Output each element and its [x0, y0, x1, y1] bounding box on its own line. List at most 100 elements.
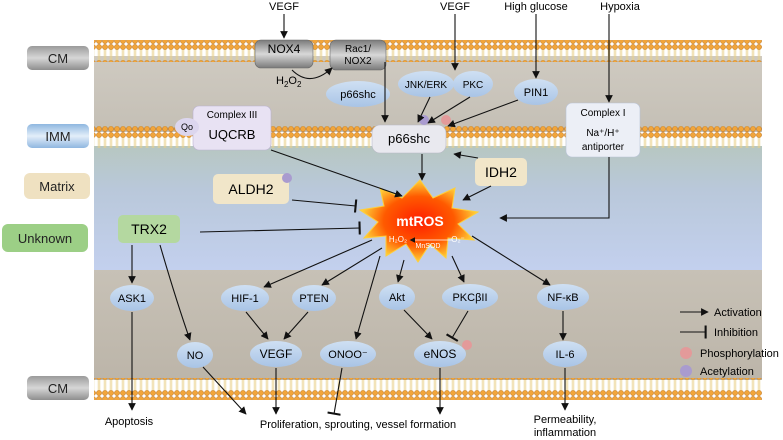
qo-site — [175, 118, 199, 136]
pin1-node: PIN1 — [514, 79, 558, 105]
hif1-node: HIF-1 — [221, 285, 269, 311]
side-label-unknown: Unknown — [2, 224, 88, 252]
svg-text:p66shc: p66shc — [388, 131, 430, 146]
edge-no-proliferation — [202, 366, 247, 415]
edge-idh2-mtros — [462, 185, 492, 201]
nox4-protein: NOX4 — [254, 39, 314, 69]
phosphorylation-dot-enos — [462, 340, 472, 350]
svg-text:CM: CM — [48, 51, 68, 66]
complex-i-antiporter: Complex I Na⁺/H⁺ antiporter — [565, 102, 641, 158]
cell-membrane-top — [94, 40, 762, 62]
outcome-permeability-2: inflammation — [534, 427, 596, 439]
svg-text:eNOS: eNOS — [424, 347, 457, 361]
stimulus-hypoxia: Hypoxia — [600, 1, 641, 13]
h2o2-label: H2O2 — [276, 75, 302, 89]
vegf-output-node: VEGF — [250, 341, 302, 367]
svg-text:IMM: IMM — [45, 129, 70, 144]
pkc-node: PKC — [453, 71, 493, 97]
edges — [128, 14, 613, 416]
il6-node: IL-6 — [543, 341, 587, 367]
edge-jnk-p66shc — [417, 96, 431, 123]
edge-idh2-p66shc — [453, 151, 479, 159]
nfkb-node: NF-κB — [537, 284, 589, 310]
svg-text:CM: CM — [48, 381, 68, 396]
edge-complexi-mtros — [499, 157, 610, 222]
svg-text:PKCβII: PKCβII — [452, 292, 487, 304]
edge-pten-vegf — [283, 311, 309, 340]
trx2-node: TRX2 — [118, 215, 180, 243]
jnk-erk-node: JNK/ERK — [398, 71, 454, 97]
svg-text:Na⁺/H⁺: Na⁺/H⁺ — [586, 128, 619, 139]
legend-acetylation: Acetylation — [700, 366, 754, 378]
outcome-permeability-1: Permeability, — [534, 414, 597, 426]
svg-text:IDH2: IDH2 — [485, 164, 517, 180]
side-label-matrix: Matrix — [24, 173, 90, 199]
mtros-h2o2: H₂O₂ — [389, 235, 407, 244]
side-label-cm-bottom: CM — [27, 376, 89, 400]
phosphorylation-dot-p66shc — [441, 115, 451, 125]
acetylation-dot-aldh2 — [282, 173, 292, 183]
svg-text:PKC: PKC — [463, 80, 484, 91]
side-label-imm: IMM — [27, 124, 89, 148]
svg-text:Akt: Akt — [389, 292, 405, 304]
idh2-node: IDH2 — [475, 158, 527, 186]
akt-node: Akt — [379, 284, 415, 310]
svg-text:HIF-1: HIF-1 — [231, 293, 259, 305]
svg-text:antiporter: antiporter — [582, 142, 625, 153]
edge-mtros-nfkb — [471, 235, 551, 286]
edge-nox4-h2o2-nox2 — [291, 67, 333, 80]
edge-trx2-inhibit — [199, 221, 361, 235]
svg-text:Rac1/: Rac1/ — [345, 44, 371, 55]
edge-trx2-no — [159, 244, 192, 341]
legend: Activation Inhibition Phosphorylation Ac… — [680, 307, 779, 378]
edge-mtros-pten — [321, 247, 383, 286]
svg-text:PTEN: PTEN — [299, 293, 328, 305]
ask1-node: ASK1 — [110, 285, 154, 311]
rac1-nox2-protein: Rac1/ NOX2 — [329, 39, 387, 71]
outcome-proliferation: Proliferation, sprouting, vessel formati… — [260, 419, 456, 431]
svg-text:p66shc: p66shc — [340, 89, 376, 101]
svg-text:IL-6: IL-6 — [556, 349, 575, 361]
svg-text:ONOO⁻: ONOO⁻ — [328, 349, 368, 361]
edge-pkcbii-enos — [445, 310, 469, 342]
mtros-mnsod: MnSOD — [416, 243, 441, 250]
svg-text:JNK/ERK: JNK/ERK — [405, 80, 448, 91]
stimulus-vegf-top: VEGF — [269, 1, 299, 13]
edge-hif1-vegf — [245, 311, 269, 340]
svg-text:Matrix: Matrix — [39, 179, 75, 194]
edge-aldh2-inhibit — [291, 199, 358, 213]
complex-iii: Complex III UQCRB — [192, 105, 272, 151]
svg-text:ALDH2: ALDH2 — [228, 181, 273, 197]
outcome-apoptosis: Apoptosis — [105, 416, 154, 428]
p66shc-cytosol-node: p66shc — [326, 81, 390, 107]
legend-activation: Activation — [714, 307, 762, 319]
qo-label: Qo — [181, 122, 193, 132]
edge-mtros-onoo — [354, 255, 381, 340]
enos-node: eNOS — [414, 341, 466, 367]
aldh2-node: ALDH2 — [213, 174, 289, 204]
mtros-burst: mtROS H₂O₂ MnSOD O₂⁻ — [358, 179, 480, 263]
p66shc-imm-node: p66shc — [371, 124, 447, 154]
svg-text:NOX2: NOX2 — [344, 56, 372, 67]
legend-inhibition: Inhibition — [714, 327, 758, 339]
no-node: NO — [177, 342, 213, 368]
edge-onoo-inhibit — [327, 367, 343, 416]
uqcrb-label: UQCRB — [209, 127, 256, 142]
svg-text:Unknown: Unknown — [18, 231, 72, 246]
stimulus-high-glucose: High glucose — [504, 1, 568, 13]
svg-text:NOX4: NOX4 — [268, 42, 301, 56]
stimulus-vegf: VEGF — [440, 1, 470, 13]
edge-mtros-hif1 — [263, 239, 373, 288]
edge-pin1-p66shc — [447, 99, 519, 128]
svg-text:ASK1: ASK1 — [118, 293, 146, 305]
legend-phosphorylation-icon — [680, 347, 692, 359]
pten-node: PTEN — [292, 285, 336, 311]
svg-text:VEGF: VEGF — [260, 347, 293, 361]
edge-mtros-pkcbii — [451, 255, 465, 283]
mtros-o2: O₂⁻ — [451, 235, 465, 244]
svg-text:PIN1: PIN1 — [524, 87, 548, 99]
svg-text:TRX2: TRX2 — [131, 221, 167, 237]
pkcbii-node: PKCβII — [442, 284, 498, 310]
